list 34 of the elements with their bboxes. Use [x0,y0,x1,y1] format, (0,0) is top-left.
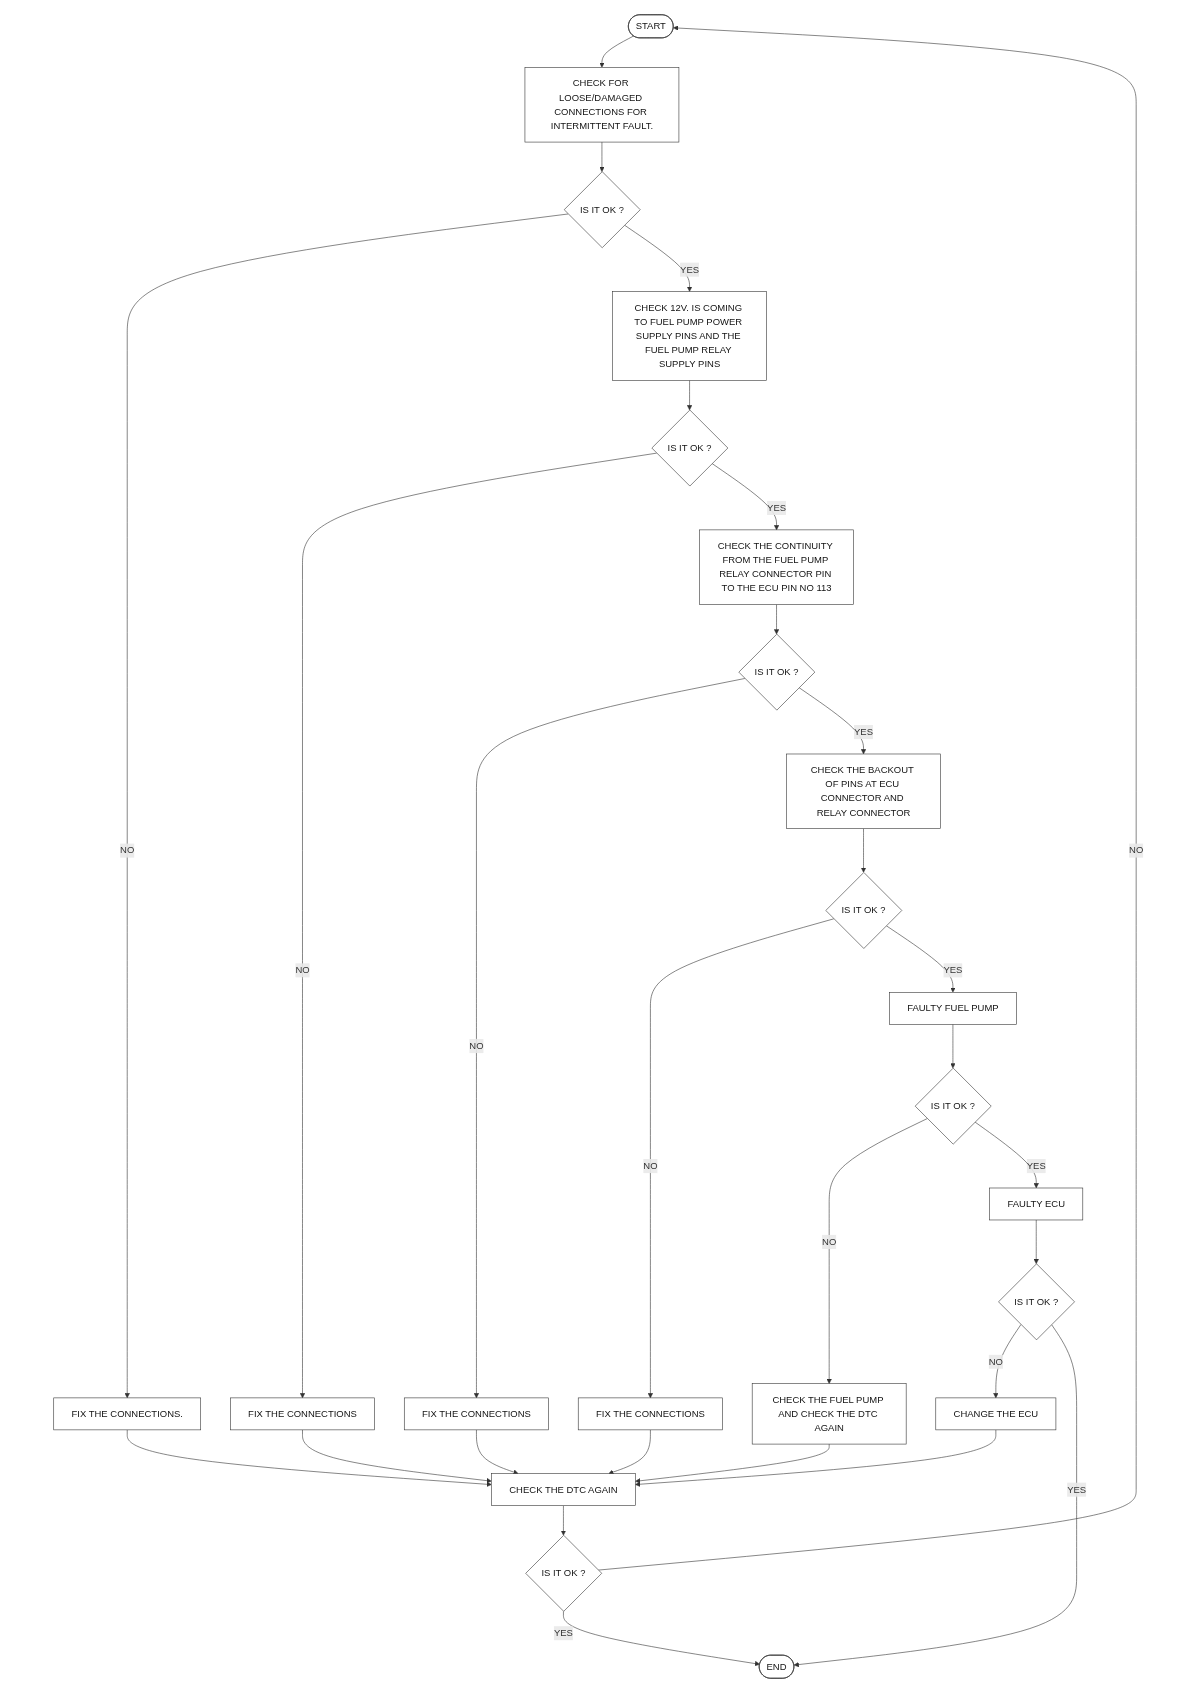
edge-label: YES [943,965,963,976]
node-diamond: IS IT OK ? [998,1263,1075,1341]
edge-label: YES [854,726,873,737]
node-box: FAULTY FUEL PUMP [889,992,1017,1025]
node-box: FIX THE CONNECTIONS [230,1397,375,1431]
edge-label: NO [295,965,310,976]
node-diamond: IS IT OK ? [825,872,903,949]
node-box: FIX THE CONNECTIONS [577,1397,723,1431]
edge-label: NO [120,845,135,856]
node-box: CHECK THE BACKOUT OF PINS AT ECU CONNECTOR AND RELAY CONNECTOR [786,753,941,829]
edge-label: NO [469,1040,484,1051]
node-box: FAULTY ECU [989,1187,1084,1221]
edge-label: YES [680,264,700,275]
edge-label: YES [1067,1484,1087,1495]
node-diamond: IS IT OK ? [914,1067,992,1145]
node-box: CHECK THE DTC AGAIN [491,1473,636,1506]
node-box: CHECK THE FUEL PUMP AND CHECK THE DTC AGAIN [751,1383,907,1445]
edge-label: YES [767,502,787,513]
node-diamond: IS IT OK ? [525,1535,603,1612]
node-diamond: IS IT OK ? [563,171,641,249]
edge-label: YES [1026,1160,1046,1171]
node-box: CHECK THE CONTINUITY FROM THE FUEL PUMP RELAY CONNECTOR PIN TO THE ECU PIN NO 113 [699,529,854,605]
node-diamond: IS IT OK ? [738,633,816,711]
edge-label: NO [643,1160,658,1171]
node-diamond: IS IT OK ? [651,409,729,487]
node-box: FIX THE CONNECTIONS. [53,1397,201,1431]
node-box: CHECK FOR LOOSE/DAMAGED CONNECTIONS FOR INTERMITTENT FAULT. [524,67,680,143]
edge-label: NO [822,1236,837,1247]
edge-label: YES [553,1627,573,1638]
edge-label: NO [988,1356,1003,1367]
node-box: CHANGE THE ECU [935,1397,1057,1431]
edge-label: NO [1129,845,1144,856]
node-box: CHECK 12V. IS COMING TO FUEL PUMP POWER SUPPLY PINS AND THE FUEL PUMP RELAY SUPPLY PINS [612,291,767,381]
node-box: FIX THE CONNECTIONS [404,1397,549,1431]
